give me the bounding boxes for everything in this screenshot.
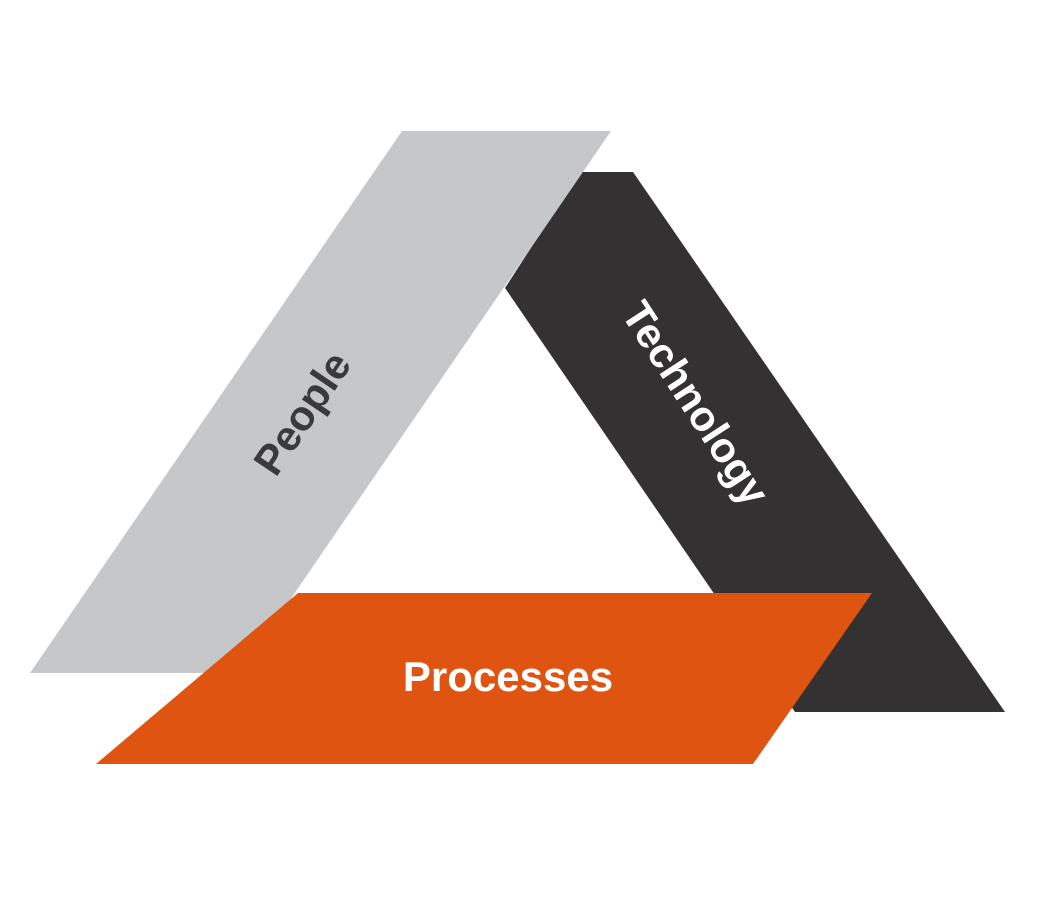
people-band-shape — [30, 131, 611, 673]
processes-label: Processes — [403, 653, 613, 700]
processes-band-shape — [96, 593, 872, 764]
people-band: People — [30, 131, 611, 673]
processes-band: Processes — [96, 593, 872, 764]
technology-band-shape — [505, 172, 1005, 712]
